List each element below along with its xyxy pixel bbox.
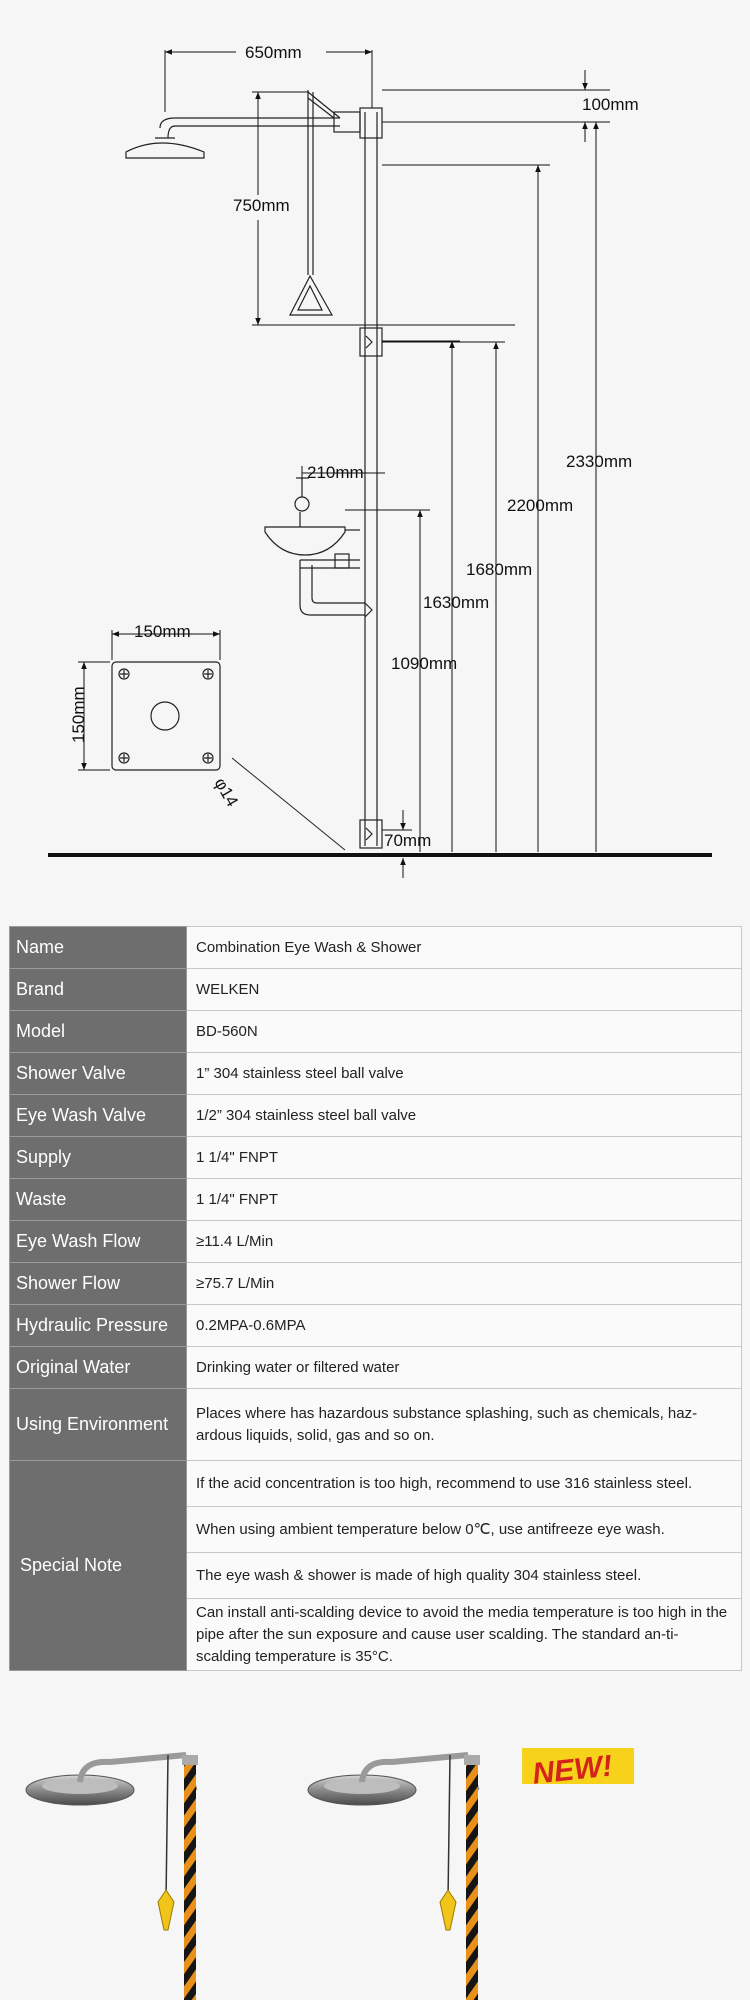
spec-label: Name — [9, 926, 187, 969]
dim-label-210: 210mm — [307, 463, 364, 482]
spec-value: Drinking water or filtered water — [186, 1346, 742, 1389]
spec-value: 1/2” 304 stainless steel ball valve — [186, 1094, 742, 1137]
spec-value: ≥11.4 L/Min — [186, 1220, 742, 1263]
spec-value: Places where has hazardous substance spl… — [186, 1388, 742, 1461]
pull-handle — [289, 274, 334, 316]
shower-head — [125, 142, 205, 159]
special-note-item: The eye wash & shower is made of high qu… — [186, 1552, 742, 1599]
spec-label: Model — [9, 1010, 187, 1053]
product-photo — [307, 1752, 480, 2000]
spec-label: Waste — [9, 1178, 187, 1221]
dim-label-plate-height: 150mm — [69, 686, 88, 743]
spec-label: Eye Wash Valve — [9, 1094, 187, 1137]
special-note-item: When using ambient temperature below 0℃,… — [186, 1506, 742, 1553]
dim-label-plate-width: 150mm — [134, 622, 191, 641]
spec-value: 1 1/4" FNPT — [186, 1136, 742, 1179]
special-note-item: If the acid concentration is too high, r… — [186, 1460, 742, 1507]
spec-label: Original Water — [9, 1346, 187, 1389]
spec-label: Shower Flow — [9, 1262, 187, 1305]
special-note-item: Can install anti-scalding device to avoi… — [186, 1598, 742, 1671]
dim-label-100: 100mm — [582, 95, 639, 114]
spec-row: Eye Wash Flow≥11.4 L/Min — [9, 1220, 742, 1263]
dimension-drawing: 650mm 100mm 750mm 210mm 2330mm 2200mm 16… — [48, 43, 712, 878]
spec-label: Hydraulic Pressure — [9, 1304, 187, 1347]
dim-label-70: 70mm — [384, 831, 431, 850]
dim-label-1090: 1090mm — [391, 654, 457, 673]
spec-label: Eye Wash Flow — [9, 1220, 187, 1263]
new-badge: NEW! — [522, 1748, 634, 1791]
special-note-row: Special Note If the acid concentration i… — [9, 1460, 742, 1671]
dim-label-2200: 2200mm — [507, 496, 573, 515]
new-badge-label: NEW! — [531, 1750, 614, 1791]
spec-row: Shower Flow≥75.7 L/Min — [9, 1262, 742, 1305]
eyewash-bowl — [264, 526, 346, 556]
dim-label-650: 650mm — [245, 43, 302, 62]
product-photos: NEW! — [25, 1748, 634, 2000]
mounting-plate — [111, 661, 221, 771]
spec-value: BD-560N — [186, 1010, 742, 1053]
dim-label-1680: 1680mm — [466, 560, 532, 579]
spec-label: Shower Valve — [9, 1052, 187, 1095]
spec-value: 0.2MPA-0.6MPA — [186, 1304, 742, 1347]
spec-label: Using Environment — [9, 1388, 187, 1461]
special-note-row: When using ambient temperature below 0℃,… — [10, 1506, 742, 1553]
product-photo — [25, 1752, 198, 2000]
dim-label-2330: 2330mm — [566, 452, 632, 471]
spec-label: Brand — [9, 968, 187, 1011]
special-note-row: The eye wash & shower is made of high qu… — [10, 1552, 742, 1599]
special-note-label: Special Note — [9, 1460, 187, 1671]
spec-value: ≥75.7 L/Min — [186, 1262, 742, 1305]
dim-label-hole: φ14 — [211, 775, 242, 810]
spec-value: 1 1/4" FNPT — [186, 1178, 742, 1221]
spec-value: 1” 304 stainless steel ball valve — [186, 1052, 742, 1095]
dim-label-750: 750mm — [233, 196, 290, 215]
spec-value: WELKEN — [186, 968, 742, 1011]
spec-value: Combination Eye Wash & Shower — [186, 926, 742, 969]
spec-label: Supply — [9, 1136, 187, 1179]
special-note-row: Can install anti-scalding device to avoi… — [10, 1598, 742, 1671]
dim-label-1630: 1630mm — [423, 593, 489, 612]
